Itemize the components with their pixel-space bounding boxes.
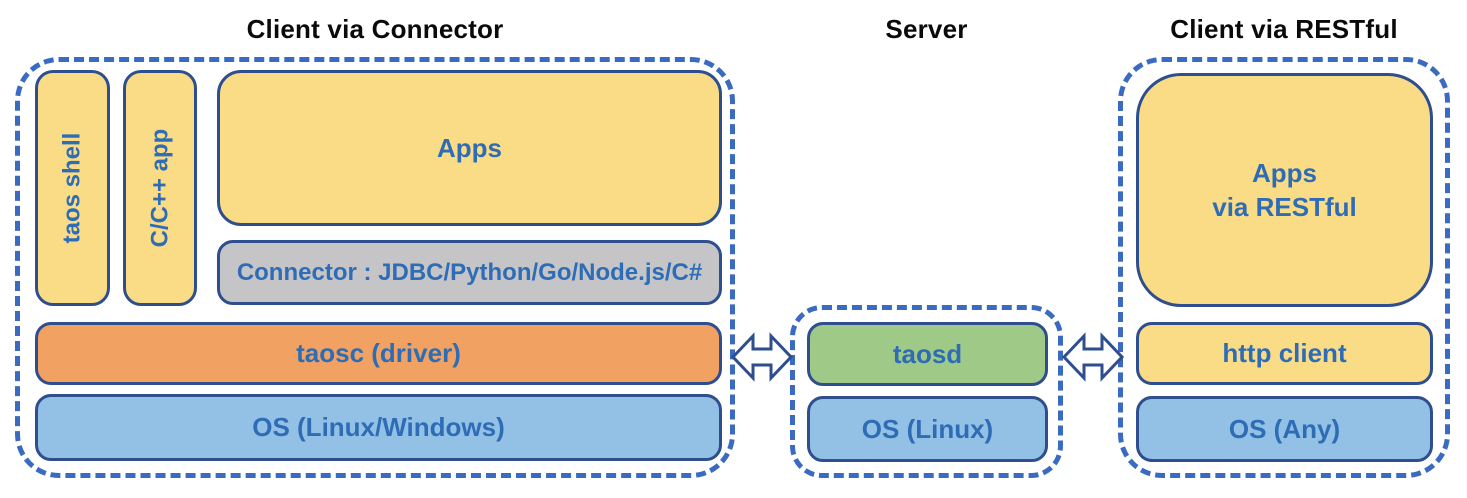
cpp-app-label: C/C++ app (146, 128, 174, 248)
server-container (790, 305, 1063, 478)
taosd-label: taosd (892, 338, 963, 369)
http-client-box: http client (1136, 322, 1433, 385)
taosc-driver-label: taosc (driver) (296, 338, 461, 368)
taosd-box: taosd (807, 322, 1048, 386)
title-client-via-restful: Client via RESTful (1170, 14, 1398, 44)
os-linux-label: OS (Linux) (861, 413, 994, 444)
taos-shell-label: taos shell (58, 132, 86, 244)
os-linux-windows-label: OS (Linux/Windows) (252, 412, 505, 442)
cpp-app-box: C/C++ app (123, 70, 197, 306)
taosc-driver-box: taosc (driver) (35, 322, 722, 385)
title-client-via-connector: Client via Connector (246, 14, 504, 44)
server-restful-double-arrow-icon (1062, 332, 1124, 382)
client-server-double-arrow-icon (731, 332, 793, 382)
apps-via-restful-box: Apps via RESTful (1136, 73, 1433, 307)
apps-box: Apps (217, 70, 722, 226)
connector-box: Connector : JDBC/Python/Go/Node.js/C# (217, 240, 722, 305)
os-any-box: OS (Any) (1136, 396, 1433, 462)
connector-label: Connector : JDBC/Python/Go/Node.js/C# (236, 258, 703, 286)
apps-label: Apps (437, 132, 502, 163)
client-restful-container (1118, 57, 1450, 478)
title-server: Server (885, 14, 968, 44)
os-linux-box: OS (Linux) (807, 396, 1048, 462)
apps-via-restful-label: Apps via RESTful (1212, 158, 1357, 222)
taos-shell-box: taos shell (35, 70, 110, 306)
os-any-label: OS (Any) (1228, 413, 1341, 444)
http-client-label: http client (1222, 338, 1347, 368)
os-linux-windows-box: OS (Linux/Windows) (35, 394, 722, 461)
client-connector-container (15, 57, 735, 478)
